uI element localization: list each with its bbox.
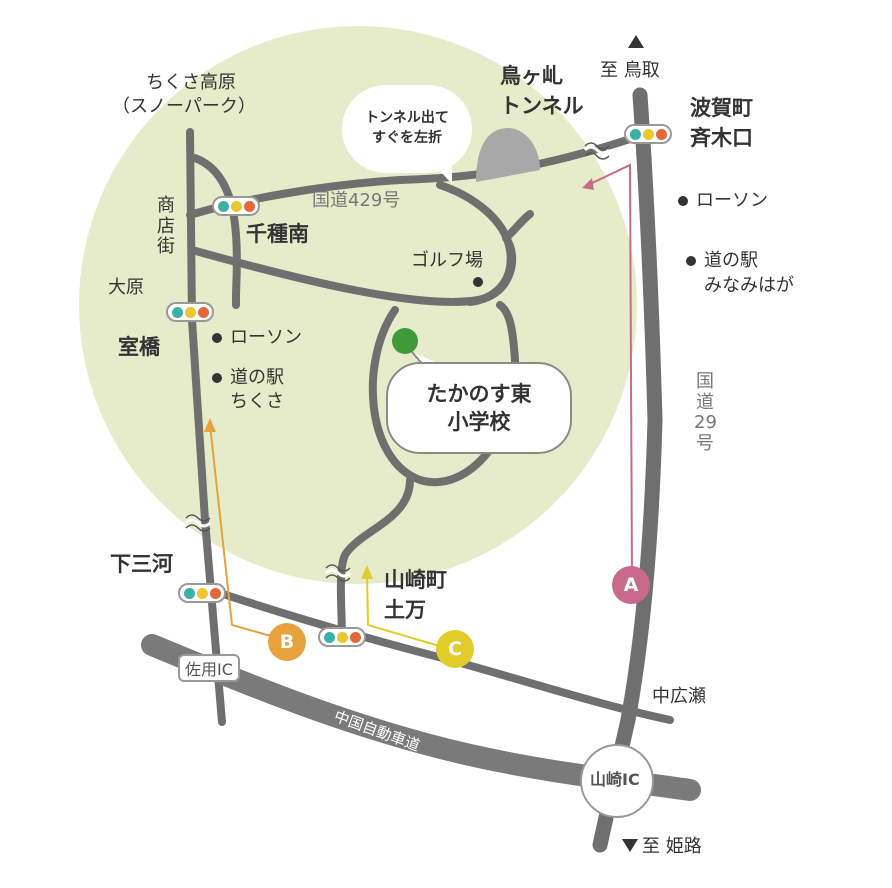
label-haga-1: 波賀町 [690, 96, 753, 120]
break-mark [583, 145, 611, 155]
tunnel-note-bubble: トンネル出て すぐを左折 [342, 85, 472, 173]
route-a-line [587, 163, 633, 581]
signal-shimomikawa-icon [178, 583, 226, 603]
route-c-arrow [361, 565, 373, 579]
label-saku-ic: 佐用IC [178, 654, 240, 682]
label-chigusa-minami: 千種南 [246, 222, 309, 246]
route-b-badge: B [268, 623, 306, 661]
route-c-line [366, 572, 447, 649]
left-vertical-road [186, 128, 226, 726]
label-ohara: 大原 [108, 277, 144, 298]
school-pin [392, 328, 418, 354]
north-arrow-icon [628, 35, 644, 48]
chigusa-loop-road [191, 154, 241, 309]
label-haga-2: 斉木口 [690, 126, 753, 150]
label-route-29: 国道29号 [694, 371, 717, 455]
signal-haga-icon [624, 124, 672, 144]
route-a-badge: A [612, 566, 650, 604]
label-shotengai: 商店街 [157, 195, 175, 258]
school-loop-road [368, 301, 520, 486]
side-road-spur [502, 210, 534, 242]
label-michinoeki-chikusa-2: ちくさ [230, 391, 284, 412]
bubble-line-1: トンネル出て [365, 110, 449, 127]
label-snow-park: （スノーパーク） [112, 96, 256, 117]
break-mark [324, 568, 352, 578]
yamasaki-road [336, 476, 414, 644]
label-himeji: 至 姫路 [642, 836, 702, 857]
label-michinoeki-minami-2: みなみはが [704, 275, 794, 296]
school-name-line-1: たかのす東 [426, 381, 532, 406]
label-chikusa-kogen: ちくさ高原 [146, 72, 236, 93]
signal-chigusa-minami-icon [212, 196, 260, 216]
golf-road [436, 181, 515, 306]
golf-dot [473, 277, 483, 287]
south-arrow-icon [622, 839, 638, 852]
signal-yamasaki-icon [318, 627, 366, 647]
label-yamasaki-2: 土万 [384, 598, 426, 622]
label-muro-hashi: 室橋 [118, 335, 160, 359]
label-michinoeki-minami-1: 道の駅 [686, 250, 758, 272]
label-nakahirose: 中広瀬 [652, 686, 706, 707]
label-route-429: 国道429号 [312, 190, 401, 211]
school-name-line-2: 小学校 [447, 410, 511, 434]
tunnel-mark [476, 128, 540, 182]
school-callout: たかのす東 小学校 [386, 362, 572, 454]
route-b-line [209, 424, 286, 641]
label-michinoeki-chikusa-1: 道の駅 [212, 367, 284, 389]
label-yamasaki-ic: 山崎IC [590, 770, 640, 789]
route-a-arrow [582, 178, 594, 190]
break-mark [184, 518, 212, 528]
label-tottori: 至 鳥取 [600, 60, 660, 81]
route-c-badge: C [436, 630, 474, 668]
signal-muro-hashi-icon [166, 302, 214, 322]
yamasaki-ic-circle [580, 744, 654, 818]
label-golf: ゴルフ場 [411, 250, 483, 271]
label-tunnel-2: トンネル [500, 94, 584, 118]
bubble-line-2: すぐを左折 [372, 130, 442, 146]
label-tunnel-1: 鳥ヶ乢 [500, 64, 563, 88]
label-lawson-left: ローソン [212, 327, 302, 349]
label-shimomikawa: 下三河 [110, 552, 173, 576]
route-b-arrow [204, 418, 216, 432]
label-lawson-right: ローソン [678, 190, 768, 212]
label-yamasaki-1: 山崎町 [384, 568, 447, 592]
